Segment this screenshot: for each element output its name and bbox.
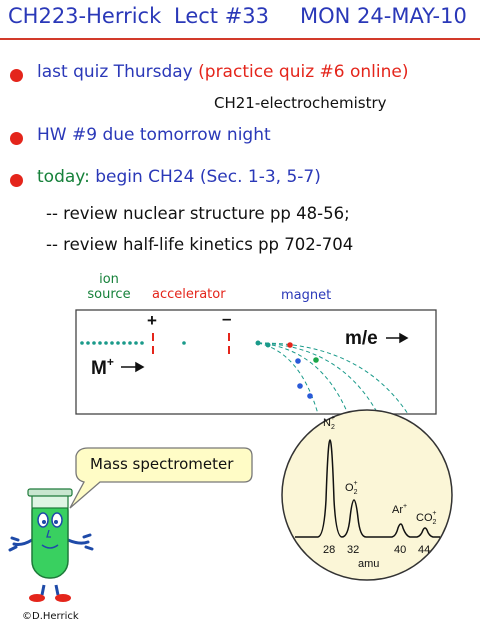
bullet-dot xyxy=(10,174,23,187)
tick-label: 44 xyxy=(418,544,430,556)
speech-bubble xyxy=(69,447,253,509)
review-item: -- review nuclear structure pp 48-56; xyxy=(46,204,350,223)
tick-label: 28 xyxy=(323,544,335,556)
me-arrow xyxy=(386,332,409,344)
tick-label: 32 xyxy=(347,544,359,556)
peak-label: CO2+ xyxy=(416,510,437,526)
today-label: today: xyxy=(37,167,90,187)
course-code: CH223-Herrick xyxy=(8,4,162,28)
magnet-label: magnet xyxy=(281,288,332,303)
review-item: -- review half-life kinetics pp 702-704 xyxy=(46,235,354,254)
bubble-text: Mass spectrometer xyxy=(90,455,234,473)
author-credit: ©D.Herrick xyxy=(22,611,79,622)
ion-arrow xyxy=(121,361,145,373)
quiz-subtopic: CH21-electrochemistry xyxy=(214,94,387,112)
ion-label: M+ xyxy=(91,355,114,379)
ion-source-line2: source xyxy=(87,287,131,302)
title-divider xyxy=(0,38,480,40)
spectrum-trace xyxy=(295,439,440,538)
minus-sign: – xyxy=(222,309,231,328)
accelerator-label: accelerator xyxy=(152,287,226,302)
axis-unit: amu xyxy=(358,558,379,570)
bullet-dot xyxy=(10,132,23,145)
lecture-date: MON 24-MAY-10 xyxy=(300,4,467,28)
bullet-dot xyxy=(10,69,23,82)
today-text: begin CH24 (Sec. 1-3, 5-7) xyxy=(95,167,321,187)
quiz-line: last quiz Thursday (practice quiz #6 onl… xyxy=(37,62,408,82)
ion-particles xyxy=(255,340,319,399)
tick-label: 40 xyxy=(394,544,406,556)
ion-beam xyxy=(80,341,186,345)
lecture-number: Lect #33 xyxy=(174,4,270,28)
me-label: m/e xyxy=(345,328,378,349)
ion-trajectories xyxy=(257,342,409,415)
chamber-box xyxy=(75,309,437,415)
accelerator-plates xyxy=(152,333,230,354)
ion-source-label: ion source xyxy=(84,272,134,302)
plus-sign: + xyxy=(147,311,157,330)
peak-label: O2+ xyxy=(345,480,358,496)
peak-label: N2+ xyxy=(323,415,335,431)
quiz-note: (practice quiz #6 online) xyxy=(198,62,409,82)
quiz-text: last quiz Thursday xyxy=(37,62,193,82)
hw-line: HW #9 due tomorrow night xyxy=(37,125,271,145)
ion-source-line1: ion xyxy=(99,272,119,287)
slide-title: CH223-Herrick Lect #33 MON 24-MAY-10 xyxy=(8,4,478,30)
today-line: today: begin CH24 (Sec. 1-3, 5-7) xyxy=(37,167,321,187)
peak-label: Ar+ xyxy=(392,503,407,516)
test-tube-mascot-icon xyxy=(8,488,94,602)
